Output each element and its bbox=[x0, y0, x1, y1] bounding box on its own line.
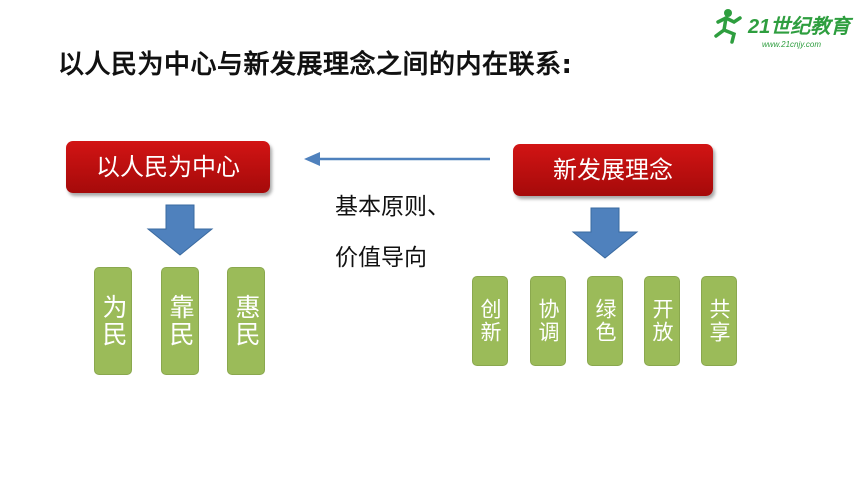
item-sharing: 共享 bbox=[701, 276, 737, 366]
item-wei-min: 为民 bbox=[94, 267, 132, 375]
relation-label-line1: 基本原则、 bbox=[335, 194, 450, 220]
item-green: 绿色 bbox=[587, 276, 623, 366]
item-coordination: 协调 bbox=[530, 276, 566, 366]
down-arrow-left bbox=[146, 204, 214, 256]
runner-icon bbox=[714, 9, 742, 44]
down-arrow-right bbox=[571, 207, 639, 259]
relation-label-line2: 价值导向 bbox=[335, 245, 427, 271]
logo-sub: www.21cnjy.com bbox=[762, 40, 821, 49]
item-kao-min: 靠民 bbox=[161, 267, 199, 375]
page-title: 以人民为中心与新发展理念之间的内在联系: bbox=[58, 50, 573, 80]
item-openness: 开放 bbox=[644, 276, 680, 366]
item-hui-min: 惠民 bbox=[227, 267, 265, 375]
item-innovation: 创新 bbox=[472, 276, 508, 366]
relation-arrow bbox=[304, 152, 490, 166]
new-development-concept-box: 新发展理念 bbox=[513, 144, 713, 196]
logo: 21世纪教育 www.21cnjy.com bbox=[714, 9, 853, 49]
people-centered-box: 以人民为中心 bbox=[66, 141, 270, 193]
logo-main: 21世纪教育 bbox=[747, 15, 853, 38]
